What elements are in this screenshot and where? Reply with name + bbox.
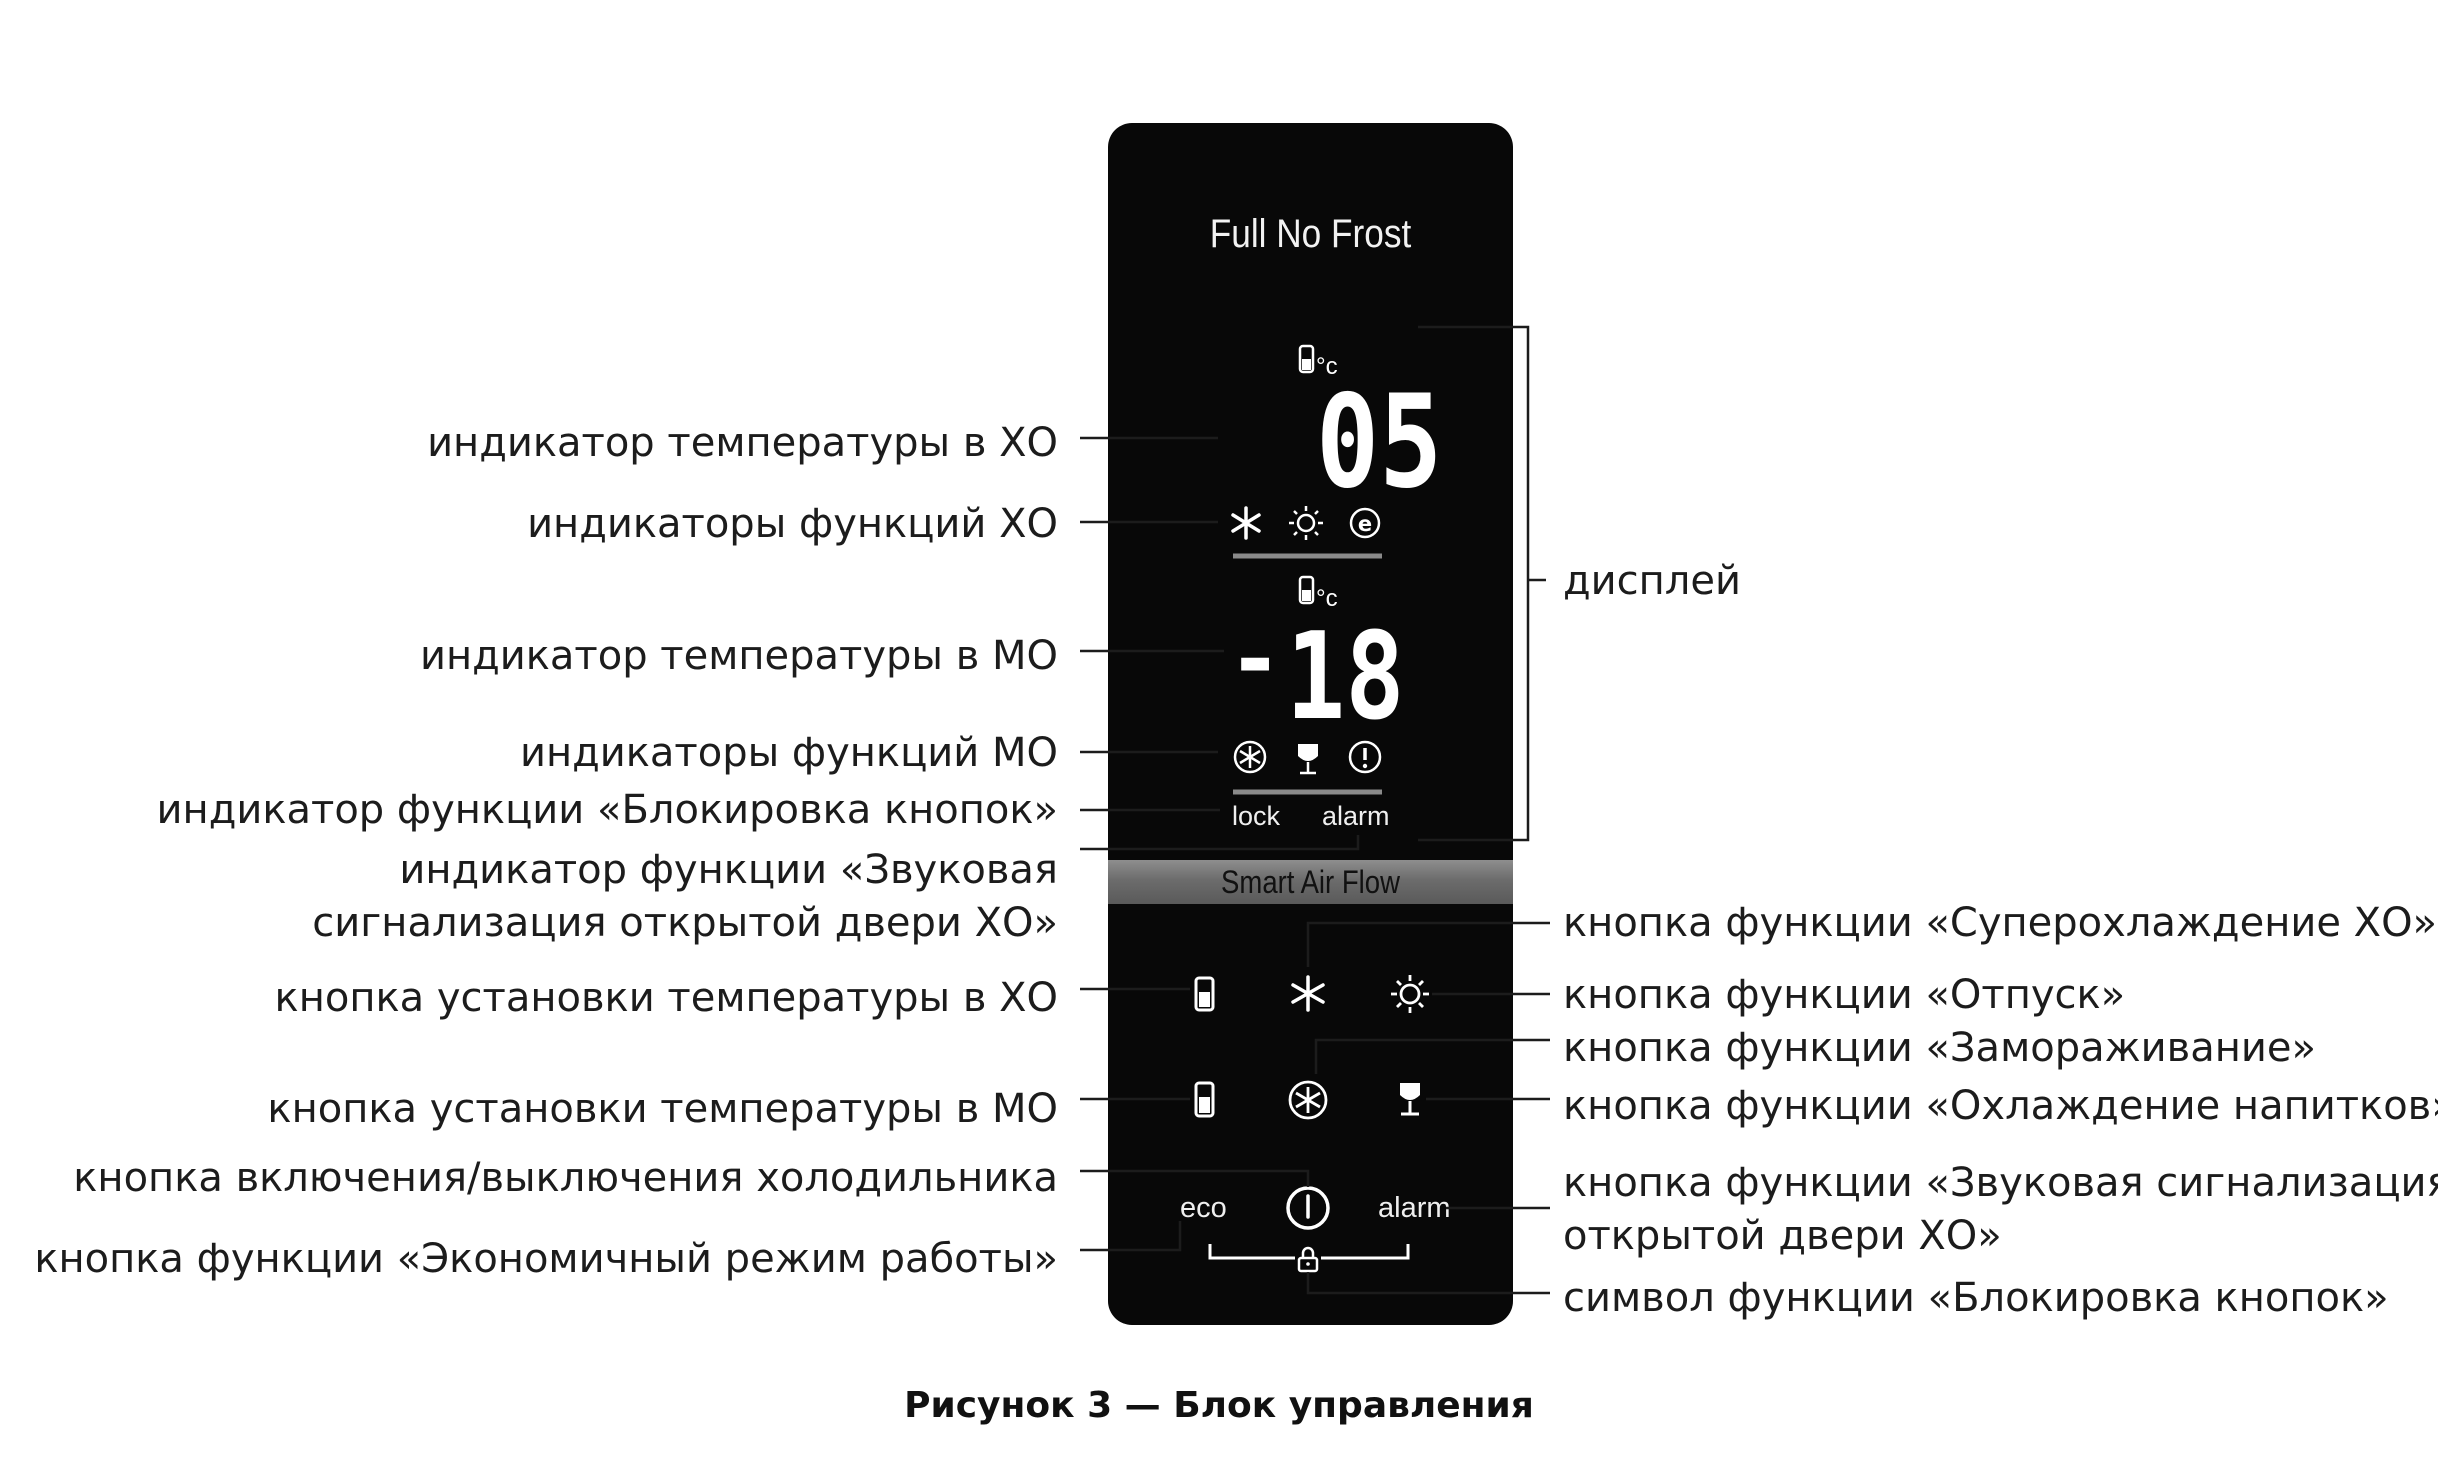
freezer-temp-display: 18 <box>1286 606 1404 746</box>
label-super-cool-button: кнопка функции «Суперохлаждение ХО» <box>1563 900 2438 946</box>
brand-label: Full No Frost <box>1209 212 1412 256</box>
drinks-cool-button-icon[interactable] <box>1400 1083 1420 1116</box>
label-vacation-button: кнопка функции «Отпуск» <box>1563 972 2126 1018</box>
label-door-alarm-button-line2: открытой двери ХО» <box>1563 1213 2002 1259</box>
eco-icon: e <box>1349 507 1381 539</box>
label-freezer-temp-indicator: индикатор температуры в МО <box>419 633 1058 679</box>
freezer-temp-sign: - <box>1228 607 1282 712</box>
alarm-button[interactable]: alarm <box>1378 1192 1451 1224</box>
label-fridge-function-indicators: индикаторы функций ХО <box>527 501 1058 547</box>
snowflake-icon <box>1231 506 1261 540</box>
wineglass-icon <box>1298 744 1318 775</box>
label-door-alarm-button-line1: кнопка функции «Звуковая сигнализация <box>1563 1160 2438 1206</box>
label-freezer-function-indicators: индикаторы функций МО <box>519 730 1058 776</box>
fridge-temp-display: 05 <box>1316 367 1442 517</box>
freezer-temp-button-icon[interactable] <box>1194 1081 1215 1118</box>
padlock-icon <box>1297 1246 1319 1273</box>
svg-text:e: e <box>1358 512 1372 536</box>
label-eco-button: кнопка функции «Экономичный режим работы… <box>34 1236 1058 1282</box>
smart-air-flow-label: Smart Air Flow <box>1221 864 1400 900</box>
smart-air-flow-strip <box>1108 860 1513 904</box>
freeze-button-icon[interactable] <box>1288 1080 1328 1120</box>
thermometer-icon <box>1298 344 1315 374</box>
alarm-icon <box>1348 740 1382 774</box>
leader-lines-left <box>1080 436 1360 1252</box>
label-drinks-cool-button: кнопка функции «Охлаждение напитков» <box>1563 1083 2438 1129</box>
label-power-button: кнопка включения/выключения холодильника <box>73 1155 1058 1201</box>
alarm-indicator-label: alarm <box>1322 801 1390 831</box>
vacation-button-icon[interactable] <box>1391 975 1429 1013</box>
sun-icon <box>1289 506 1323 540</box>
eco-button[interactable]: eco <box>1180 1192 1227 1224</box>
label-door-alarm-indicator-line1: индикатор функции «Звуковая <box>399 847 1058 893</box>
thermometer-icon <box>1298 575 1315 605</box>
freeze-icon <box>1233 740 1267 774</box>
fridge-temp-button-icon[interactable] <box>1194 976 1215 1012</box>
label-door-alarm-indicator-line2: сигнализация открытой двери ХО» <box>312 900 1058 946</box>
degree-unit-middle: °c <box>1316 585 1338 612</box>
label-fridge-temp-indicator: индикатор температуры в ХО <box>427 420 1058 466</box>
label-display: дисплей <box>1563 558 1741 604</box>
label-freezer-temp-button: кнопка установки температуры в МО <box>267 1086 1058 1132</box>
control-panel <box>1108 123 1513 1325</box>
figure-caption: Рисунок 3 — Блок управления <box>904 1385 1534 1426</box>
super-cool-button-icon[interactable] <box>1291 975 1325 1012</box>
power-button-icon[interactable] <box>1286 1186 1330 1230</box>
label-fridge-temp-button: кнопка установки температуры в ХО <box>274 975 1058 1021</box>
leader-lines-right <box>1306 325 1550 1295</box>
degree-unit-top: °c <box>1316 353 1338 380</box>
label-lock-symbol: символ функции «Блокировка кнопок» <box>1563 1275 2389 1321</box>
label-lock-indicator: индикатор функции «Блокировка кнопок» <box>156 787 1058 833</box>
label-freeze-button: кнопка функции «Замораживание» <box>1563 1025 2316 1071</box>
lock-indicator-label: lock <box>1232 801 1281 831</box>
